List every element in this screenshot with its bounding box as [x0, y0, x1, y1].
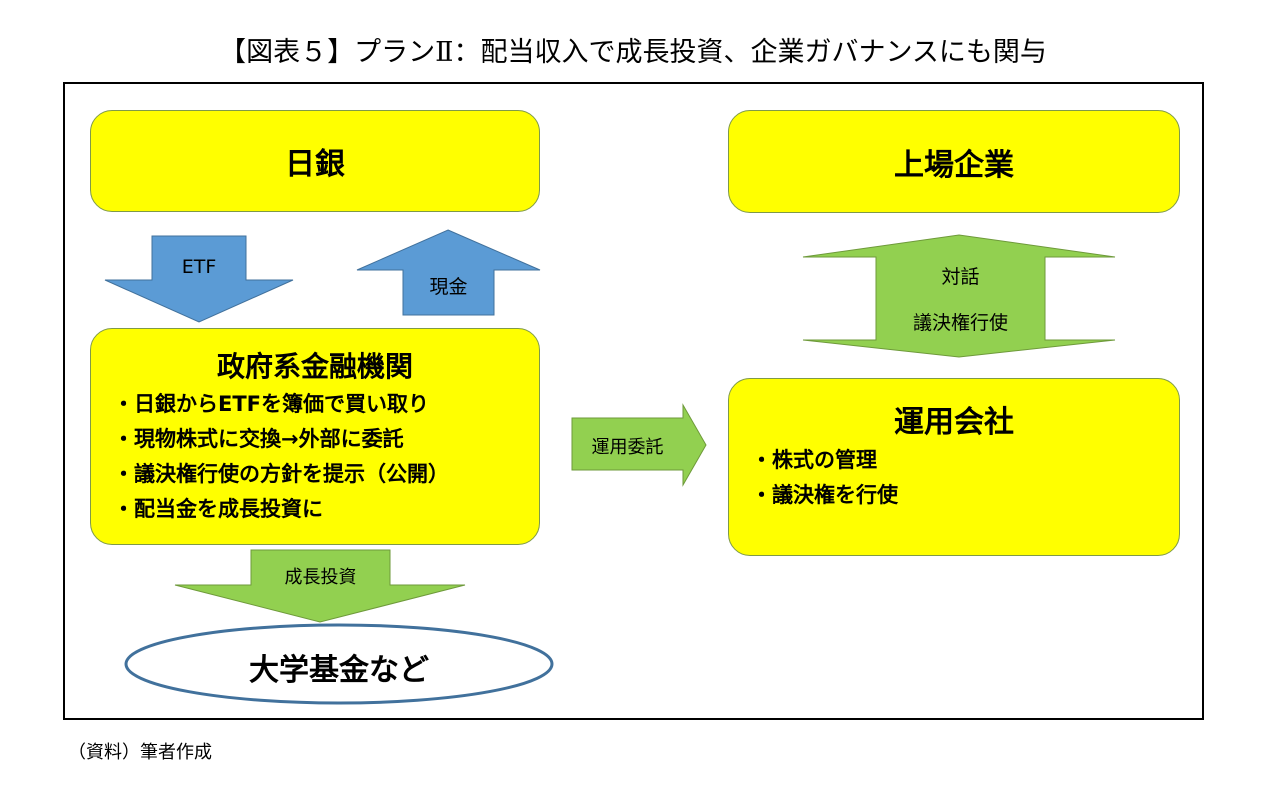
asset-item: ・株式の管理 [751, 448, 877, 472]
footnote: （資料）筆者作成 [68, 742, 212, 763]
growth-label: 成長投資 [284, 567, 357, 588]
etf-down-arrow [104, 235, 294, 323]
diagram-frame [63, 82, 1204, 720]
listed-companies-box: 上場企業 [728, 110, 1180, 213]
gov-item: ・議決権行使の方針を提示（公開） [113, 462, 449, 486]
cash-label: 現金 [429, 276, 468, 298]
listed-companies-label: 上場企業 [894, 147, 1014, 183]
university-fund-label: 大学基金など [249, 653, 429, 688]
growth-down-arrow [174, 549, 466, 623]
voting-label: 議決権行使 [912, 312, 1008, 334]
university-fund-ellipse [124, 623, 554, 705]
asset-title: 運用会社 [894, 405, 1014, 440]
dialogue-double-arrow [802, 234, 1116, 358]
etf-label: ETF [181, 256, 217, 278]
gov-item: ・現物株式に交換→外部に委託 [113, 427, 404, 451]
gov-item: ・日銀からETFを簿価で買い取り [113, 392, 430, 416]
boj-label: 日銀 [285, 147, 345, 182]
cash-up-arrow [356, 229, 541, 316]
gov-item: ・配当金を成長投資に [113, 497, 323, 521]
figure-title: 【図表５】プランⅡ：配当収入で成長投資、企業ガバナンスにも関与 [219, 37, 1047, 68]
asset-item: ・議決権を行使 [751, 483, 898, 507]
gov-title: 政府系金融機関 [216, 350, 413, 383]
boj-box: 日銀 [90, 110, 540, 212]
delegation-label: 運用委託 [591, 437, 664, 458]
delegation-right-arrow [571, 403, 707, 487]
gov-financial-institution-box: 政府系金融機関 ・日銀からETFを簿価で買い取り ・現物株式に交換→外部に委託 … [90, 328, 540, 545]
asset-manager-box: 運用会社 ・株式の管理 ・議決権を行使 [728, 378, 1180, 556]
dialogue-label: 対話 [941, 266, 980, 288]
